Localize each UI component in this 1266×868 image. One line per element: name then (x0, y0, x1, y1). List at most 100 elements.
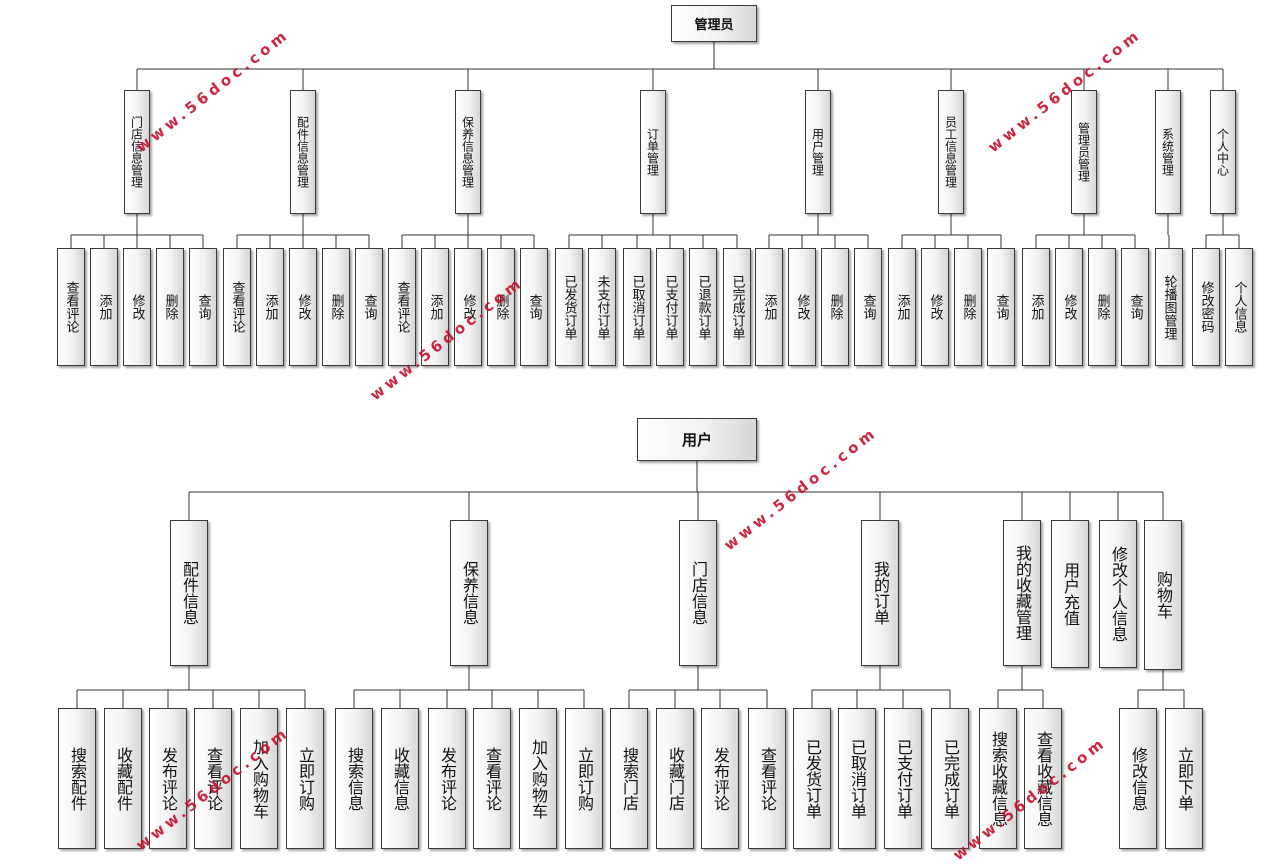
admin-group-0-label: 门店信息管理 (129, 116, 144, 188)
admin-group-7-item-0-label: 轮播图管理 (1161, 274, 1177, 340)
user-group-3-item-1-label: 已取消订单 (848, 738, 867, 819)
admin-group-1-item-4-label: 查询 (361, 294, 377, 320)
admin-group-0-item-1: 添加 (90, 248, 118, 366)
user-group-3: 我的订单 (861, 520, 899, 666)
admin-group-5-item-2-label: 删除 (960, 294, 976, 320)
admin-group-2-label: 保养信息管理 (460, 116, 475, 188)
user-group-3-item-2: 已支付订单 (884, 708, 922, 849)
user-group-2-item-2-label: 发布评论 (711, 746, 730, 811)
admin-group-1-label: 配件信息管理 (295, 116, 310, 188)
user-group-1-item-2-label: 发布评论 (438, 746, 457, 811)
user-group-4-label: 我的收藏管理 (1013, 545, 1032, 641)
admin-group-2-item-0-label: 查看评论 (394, 281, 410, 333)
user-group-1-item-3: 查看评论 (473, 708, 511, 849)
user-group-2-item-1: 收藏门店 (656, 708, 694, 849)
admin-group-0-item-2: 修改 (123, 248, 151, 366)
admin-group-3-item-3: 已支付订单 (656, 248, 684, 366)
admin-group-4-label: 用户管理 (810, 128, 825, 176)
admin-group-3-item-0: 已发货订单 (555, 248, 583, 366)
admin-group-5: 员工信息管理 (938, 90, 964, 214)
admin-group-2-item-3-label: 删除 (493, 294, 509, 320)
user-group-3-item-3: 已完成订单 (931, 708, 969, 849)
admin-group-8-label: 个人中心 (1215, 128, 1230, 176)
admin-group-8-item-1: 个人信息 (1225, 248, 1253, 366)
user-group-6-label: 修改个人信息 (1109, 546, 1128, 642)
user-group-2-label: 门店信息 (689, 561, 708, 625)
admin-group-5-label: 员工信息管理 (943, 116, 958, 188)
admin-group-8-item-1-label: 个人信息 (1231, 281, 1247, 333)
admin-group-0-item-0-label: 查看评论 (63, 281, 79, 333)
user-group-0-item-5: 立即订购 (286, 708, 324, 849)
user-group-2: 门店信息 (679, 520, 717, 666)
admin-group-1: 配件信息管理 (290, 90, 316, 214)
admin-group-4: 用户管理 (805, 90, 831, 214)
admin-group-6-item-1-label: 修改 (1061, 294, 1077, 320)
admin-group-3: 订单管理 (640, 90, 666, 214)
user-group-7-item-0-label: 修改信息 (1129, 746, 1148, 811)
user-group-2-item-0-label: 搜索门店 (620, 746, 639, 811)
user-group-0-item-1-label: 收藏配件 (114, 746, 133, 811)
admin-group-7-label: 系统管理 (1160, 128, 1175, 176)
admin-group-4-item-3: 查询 (854, 248, 882, 366)
user-root: 用户 (637, 418, 757, 461)
user-group-1-item-5: 立即订购 (565, 708, 603, 849)
admin-group-4-item-0: 添加 (755, 248, 783, 366)
user-root-label: 用户 (681, 431, 712, 449)
user-group-1-item-5-label: 立即订购 (575, 746, 594, 811)
admin-group-2-item-1-label: 添加 (427, 294, 443, 320)
user-group-4-item-1: 查看收藏信息 (1024, 708, 1062, 849)
user-group-1: 保养信息 (450, 520, 488, 666)
admin-group-1-item-0-label: 查看评论 (229, 281, 245, 333)
user-group-2-item-1-label: 收藏门店 (666, 746, 685, 811)
admin-group-0: 门店信息管理 (124, 90, 150, 214)
user-group-3-label: 我的订单 (871, 561, 890, 625)
admin-group-5-item-0-label: 添加 (894, 294, 910, 320)
user-group-7-item-0: 修改信息 (1119, 708, 1157, 849)
user-group-4-item-0-label: 搜索收藏信息 (989, 730, 1008, 827)
user-group-0-item-3: 查看评论 (194, 708, 232, 849)
user-group-3-item-0: 已发货订单 (793, 708, 831, 849)
user-group-1-item-0-label: 搜索信息 (345, 746, 364, 811)
admin-group-6-item-2-label: 删除 (1094, 294, 1110, 320)
admin-group-3-item-4: 已退款订单 (689, 248, 717, 366)
user-group-2-item-3: 查看评论 (748, 708, 786, 849)
user-group-3-item-1: 已取消订单 (838, 708, 876, 849)
admin-group-3-item-1-label: 未支付订单 (594, 274, 610, 340)
admin-group-5-item-3: 查询 (987, 248, 1015, 366)
admin-group-0-item-0: 查看评论 (57, 248, 85, 366)
admin-group-0-item-1-label: 添加 (96, 294, 112, 320)
admin-group-4-item-1: 修改 (788, 248, 816, 366)
user-group-1-label: 保养信息 (460, 561, 479, 625)
user-group-0: 配件信息 (170, 520, 208, 666)
admin-group-4-item-2-label: 删除 (827, 294, 843, 320)
user-group-3-item-0-label: 已发货订单 (803, 738, 822, 819)
user-group-4-item-0: 搜索收藏信息 (979, 708, 1017, 849)
user-group-5: 用户充值 (1051, 520, 1089, 668)
admin-root-label: 管理员 (694, 18, 734, 33)
admin-group-1-item-2: 修改 (289, 248, 317, 366)
user-group-0-item-4: 加入购物车 (240, 708, 278, 849)
admin-group-8-item-0-label: 修改密码 (1198, 281, 1214, 333)
admin-group-3-item-3-label: 已支付订单 (662, 274, 678, 340)
admin-group-2-item-3: 删除 (487, 248, 515, 366)
admin-group-6-item-3: 查询 (1121, 248, 1149, 366)
admin-group-2: 保养信息管理 (455, 90, 481, 214)
user-group-0-label: 配件信息 (180, 561, 199, 625)
admin-group-6-item-0: 添加 (1022, 248, 1050, 366)
user-group-7: 购物车 (1144, 520, 1182, 670)
admin-group-5-item-3-label: 查询 (993, 294, 1009, 320)
user-group-0-item-0: 搜索配件 (58, 708, 96, 849)
admin-group-2-item-2-label: 修改 (460, 294, 476, 320)
admin-root: 管理员 (671, 5, 757, 42)
admin-group-6-item-0-label: 添加 (1028, 294, 1044, 320)
user-group-5-label: 用户充值 (1061, 562, 1080, 626)
user-group-0-item-5-label: 立即订购 (296, 746, 315, 811)
admin-group-1-item-3-label: 删除 (328, 294, 344, 320)
user-group-1-item-1: 收藏信息 (381, 708, 419, 849)
user-group-6: 修改个人信息 (1099, 520, 1137, 668)
admin-group-1-item-3: 删除 (322, 248, 350, 366)
admin-group-3-label: 订单管理 (645, 128, 660, 176)
admin-group-6-item-2: 删除 (1088, 248, 1116, 366)
user-group-0-item-2-label: 发布评论 (159, 746, 178, 811)
admin-group-5-item-2: 删除 (954, 248, 982, 366)
